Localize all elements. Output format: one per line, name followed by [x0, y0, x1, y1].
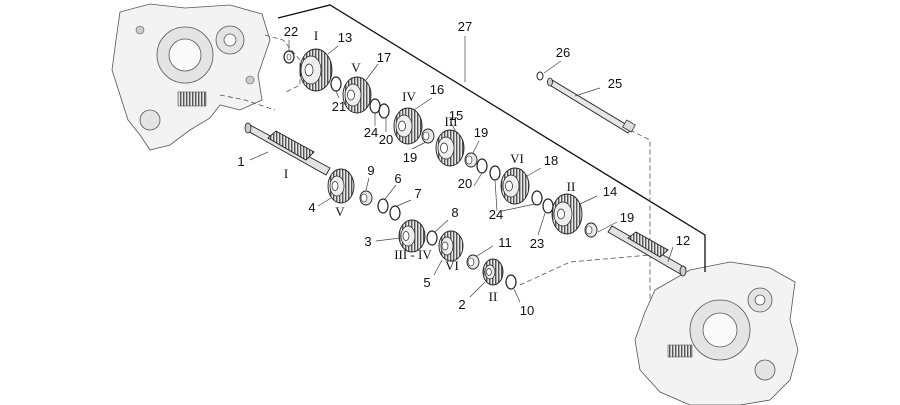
- gear-label: VI: [510, 151, 524, 166]
- gears: [299, 48, 583, 286]
- callout-1: 1: [237, 154, 244, 169]
- gear-5: [438, 230, 464, 262]
- gear-15: [435, 129, 465, 167]
- gear-label: III: [445, 114, 458, 129]
- gear-17: [342, 76, 372, 114]
- gear-label: II: [489, 289, 498, 304]
- gear-label: II: [567, 179, 576, 194]
- callout-13: 13: [338, 30, 352, 45]
- ring-20-middle: [476, 158, 488, 174]
- callout-6: 6: [394, 171, 401, 186]
- gear-14: [551, 193, 583, 235]
- secondary-shaft: [607, 225, 687, 277]
- gear-label: VI: [445, 258, 459, 273]
- gear-label: III - IV: [394, 247, 432, 262]
- callout-14: 14: [603, 184, 617, 199]
- gear-label: V: [351, 60, 361, 75]
- ring-23: [542, 198, 554, 214]
- callout-26: 26: [556, 45, 570, 60]
- callout-27: 27: [458, 19, 472, 34]
- callout-19: 19: [620, 210, 634, 225]
- gear-2: [482, 258, 504, 286]
- washer-22: [283, 50, 295, 64]
- group-bracket-27: [277, 4, 706, 272]
- gear-label: I: [284, 166, 288, 181]
- ring-21: [330, 76, 342, 92]
- callout-16: 16: [430, 82, 444, 97]
- bushing-19-middle: [464, 152, 478, 168]
- callout-22: 22: [284, 24, 298, 39]
- callout-5: 5: [423, 275, 430, 290]
- callout-24: 24: [364, 125, 378, 140]
- callout-17: 17: [377, 50, 391, 65]
- callout-2: 2: [458, 297, 465, 312]
- callout-3: 3: [364, 234, 371, 249]
- callout-12: 12: [676, 233, 690, 248]
- gear-3: [398, 219, 426, 253]
- gear-13: [299, 48, 333, 92]
- crankcase-left-half: [111, 3, 271, 151]
- callout-25: 25: [608, 76, 622, 91]
- callout-4: 4: [308, 200, 315, 215]
- callout-20: 20: [458, 176, 472, 191]
- ring-24-lower: [531, 190, 543, 206]
- bushing-9: [359, 190, 373, 206]
- callout-10: 10: [520, 303, 534, 318]
- selector-rod: [547, 77, 636, 134]
- callout-15: 15: [449, 108, 463, 123]
- ring-6: [377, 198, 389, 214]
- crankcase-right-half: [634, 261, 799, 405]
- gear-label: IV: [402, 89, 416, 104]
- callout-20: 20: [379, 132, 393, 147]
- bushing-19-lower: [584, 222, 598, 238]
- ring-7: [389, 205, 401, 221]
- gear-4: [327, 168, 355, 204]
- bushing-11: [466, 254, 480, 270]
- callout-19: 19: [474, 125, 488, 140]
- callout-23: 23: [530, 236, 544, 251]
- ring-20-upper: [378, 103, 390, 119]
- callout-18: 18: [544, 153, 558, 168]
- ring-26: [536, 71, 544, 81]
- callout-7: 7: [414, 186, 421, 201]
- ring-10: [505, 274, 517, 290]
- callout-19: 19: [403, 150, 417, 165]
- ring-8: [426, 230, 438, 246]
- callout-21: 21: [332, 99, 346, 114]
- gear-label: I: [314, 28, 318, 43]
- primary-shaft: [244, 122, 331, 176]
- ring-20-lower: [489, 165, 501, 181]
- gear-16: [393, 107, 423, 145]
- callout-8: 8: [451, 205, 458, 220]
- gear-18: [500, 167, 530, 205]
- callout-24: 24: [489, 207, 503, 222]
- leader-lines: [249, 36, 674, 303]
- callout-9: 9: [367, 163, 374, 178]
- bushing-19-upper: [421, 128, 435, 144]
- callout-11: 11: [498, 235, 512, 250]
- gear-label: V: [335, 204, 345, 219]
